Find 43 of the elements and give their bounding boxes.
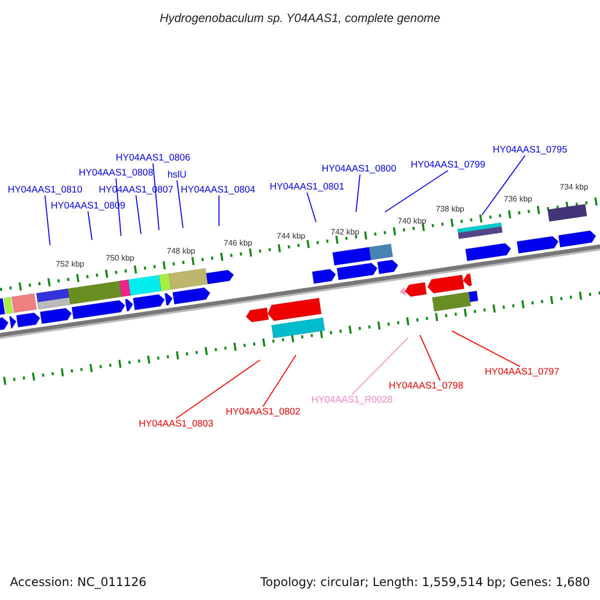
leader-line: [420, 334, 440, 381]
leader-line: [116, 178, 122, 236]
gene-label: HY04AAS1_0800: [322, 164, 396, 174]
leader-line: [44, 195, 50, 246]
leader-line: [306, 192, 316, 222]
scale-label: 740 kbp: [398, 216, 426, 226]
scale-label: 742 kbp: [330, 228, 360, 236]
leader-line: [152, 163, 160, 230]
leader-line: [452, 330, 520, 367]
scale-label: 734 kbp: [560, 182, 588, 192]
leader-line: [262, 354, 296, 407]
accession-text: Accession: NC_011126: [10, 575, 146, 589]
gene-label: hslU: [168, 170, 186, 180]
gene-label: HY04AAS1_0803: [138, 418, 214, 430]
gene-label: HY04AAS1_0810: [8, 184, 82, 196]
gene-label: HY04AAS1_0799: [410, 160, 486, 170]
scale-label: 752 kbp: [56, 260, 84, 268]
title: Hydrogenobaculum sp. Y04AAS1, complete genome: [160, 11, 440, 25]
leader-line: [482, 155, 526, 216]
scale-label: 750 kbp: [106, 254, 134, 262]
gene-label: HY04AAS1_0801: [270, 182, 344, 192]
gene-label: HY04AAS1_0806: [116, 152, 190, 164]
gene-label: HY04AAS1_R0028: [311, 394, 393, 406]
leader-line: [384, 170, 448, 212]
scale-label: 736 kbp: [504, 194, 532, 204]
scale-label: 738 kbp: [436, 204, 464, 214]
genome-info-text: Topology: circular; Length: 1,559,514 bp; Genes: 1,680: [260, 575, 590, 589]
leader-line: [88, 211, 92, 240]
leader-line: [176, 360, 260, 419]
gene-label: HY04AAS1_0795: [492, 144, 568, 156]
gene-label: HY04AAS1_0802: [226, 406, 300, 418]
gene-label: HY04AAS1_0797: [484, 366, 560, 378]
leader-line: [218, 195, 220, 226]
leader-line: [176, 180, 184, 228]
leader-line: [352, 338, 408, 395]
gene-label: HY04AAS1_0804: [180, 184, 256, 196]
leader-line: [356, 174, 360, 212]
scale-label: 746 kbp: [224, 238, 252, 248]
gene-label: HY04AAS1_0808: [78, 168, 154, 178]
scale-label: 748 kbp: [166, 246, 196, 256]
gene-label: HY04AAS1_0798: [388, 380, 464, 392]
leader-line: [136, 195, 142, 234]
scale-label: 744 kbp: [276, 232, 306, 240]
